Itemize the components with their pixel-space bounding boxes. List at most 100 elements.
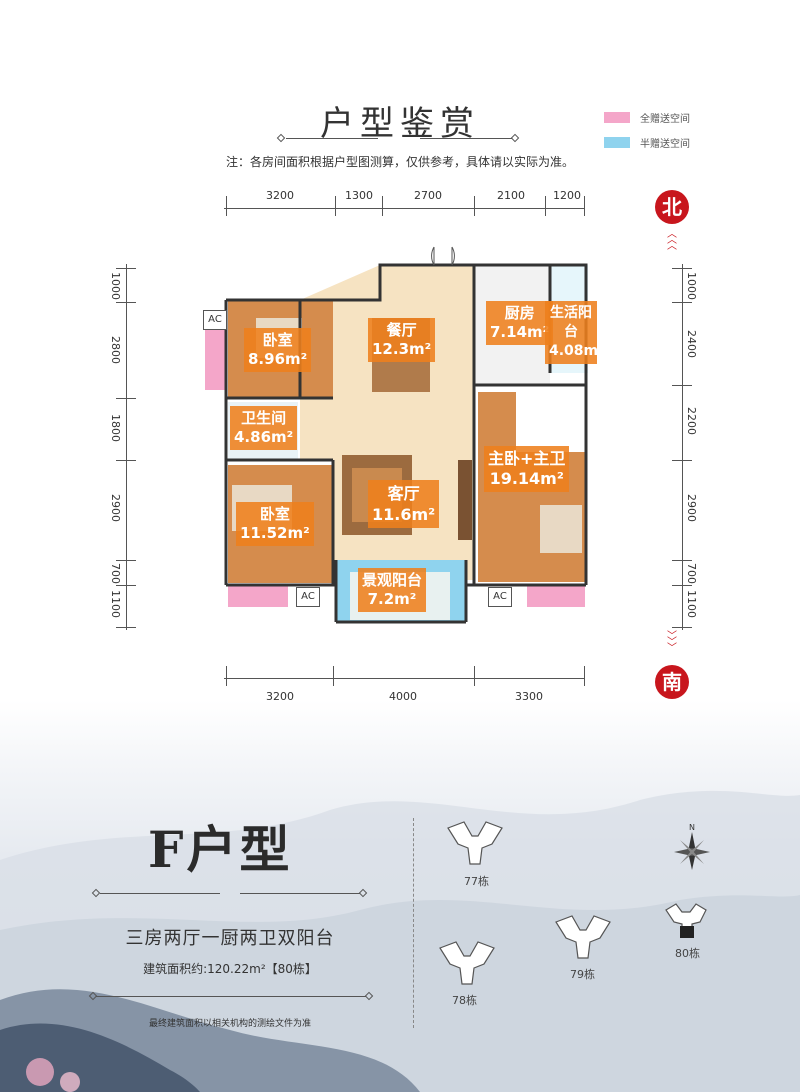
dimension-tick	[116, 560, 136, 561]
room-label-bedroom2: 卧室 11.52m²	[236, 502, 314, 546]
mountain-backdrop	[0, 700, 800, 1092]
bay-window-pink	[527, 585, 585, 607]
legend-label: 全赠送空间	[640, 114, 690, 125]
south-marker: 南	[655, 665, 689, 699]
legend-swatch-blue	[604, 137, 630, 148]
dimension-tick	[116, 460, 136, 461]
master-bed	[540, 505, 582, 553]
room-label-bathroom: 卫生间 4.86m²	[230, 406, 298, 450]
page-title: 户型鉴赏	[320, 104, 480, 144]
dimension-label: 3200	[266, 189, 294, 202]
dimension-tick	[116, 585, 136, 586]
dimension-tick	[584, 666, 585, 686]
building-78-icon	[439, 941, 495, 985]
master-bath-floor	[516, 392, 586, 452]
room-area: 11.6m²	[372, 505, 436, 524]
subtitle-rule	[100, 893, 220, 894]
dimension-tick	[116, 268, 136, 269]
dimension-label: 3200	[266, 690, 294, 703]
mountain-illustration	[0, 790, 800, 1092]
building-label: 79栋	[570, 968, 595, 981]
legend-label: 半赠送空间	[640, 139, 690, 150]
dimension-tick	[584, 196, 585, 216]
dimension-tick	[672, 585, 692, 586]
title-rule-left	[286, 138, 378, 139]
dimension-tick	[672, 460, 692, 461]
room-label-kitchen: 厨房 7.14m²	[486, 301, 554, 345]
room-area: 7.14m²	[490, 323, 550, 341]
legend-swatch-pink	[604, 112, 630, 123]
room-area: 8.96m²	[248, 350, 308, 368]
unit-layout: 三房两厅一厨两卫双阳台	[125, 928, 335, 949]
dimension-tick	[226, 666, 227, 686]
dimension-tick	[474, 196, 475, 216]
dimension-tick	[333, 666, 334, 686]
dimension-line-right	[682, 264, 683, 630]
dimension-tick	[672, 385, 692, 386]
building-label: 80栋	[675, 947, 700, 960]
chevron-up-icon: ︿︿︿	[667, 229, 677, 252]
disclaimer-note: 注：各房间面积根据户型图测算，仅供参考，具体请以实际为准。	[225, 155, 574, 169]
bay-window-pink	[205, 330, 227, 390]
footnote: 最终建筑面积以相关机构的测绘文件为准	[148, 1019, 311, 1029]
dimension-label: 3300	[515, 690, 543, 703]
room-name: 主卧+主卫	[488, 449, 566, 468]
room-area: 12.3m²	[372, 340, 432, 358]
entry-door	[431, 246, 455, 266]
dimension-tick	[116, 627, 136, 628]
room-name: 卫生间	[241, 409, 287, 427]
room-area: 4.08m²	[549, 343, 605, 359]
dimension-tick	[672, 560, 692, 561]
north-letter: N	[689, 823, 695, 832]
dimension-label: 2700	[414, 189, 442, 202]
dimension-tick	[382, 196, 383, 216]
dimension-tick	[672, 627, 692, 628]
room-name: 生活阳台	[550, 305, 592, 340]
unit-type-title: F户型	[148, 820, 293, 879]
ac-unit: AC	[203, 310, 227, 330]
room-name: 餐厅	[386, 321, 417, 339]
dimension-line-bottom	[224, 678, 584, 679]
room-label-bedroom1: 卧室 8.96m²	[244, 328, 312, 372]
room-name: 卧室	[259, 505, 290, 523]
unit-area: 建筑面积约:120.22m²【80栋】	[143, 962, 317, 976]
room-area: 11.52m²	[240, 524, 310, 542]
bay-window-pink	[228, 585, 288, 607]
room-name: 卧室	[262, 331, 293, 349]
legend-item-full-gift: 全赠送空间	[604, 110, 690, 125]
dimension-label: 4000	[389, 690, 417, 703]
dimension-tick	[672, 302, 692, 303]
dimension-line-left	[126, 264, 127, 630]
dimension-tick	[226, 196, 227, 216]
tv-cabinet	[458, 460, 472, 540]
dimension-line-top	[224, 208, 584, 209]
building-80-icon	[665, 903, 707, 938]
dimension-label: 1300	[345, 189, 373, 202]
room-label-living: 客厅 11.6m²	[368, 480, 440, 528]
dimension-label: 1200	[553, 189, 581, 202]
dimension-tick	[474, 666, 475, 686]
dimension-tick	[335, 196, 336, 216]
room-label-utility-balcony: 生活阳台 4.08m²	[545, 301, 605, 364]
subtitle-rule	[240, 893, 360, 894]
dimension-label: 2100	[497, 189, 525, 202]
room-label-master: 主卧+主卫 19.14m²	[484, 446, 570, 492]
north-marker: 北	[655, 190, 689, 224]
room-name: 客厅	[387, 484, 420, 503]
site-map-divider	[413, 818, 414, 1028]
building-77-icon	[447, 821, 503, 865]
ac-unit: AC	[488, 587, 512, 607]
building-label: 78栋	[452, 994, 477, 1007]
dimension-tick	[672, 268, 692, 269]
dimension-tick	[545, 196, 546, 216]
footnote-rule	[96, 996, 366, 997]
compass-rose-icon: N	[674, 823, 710, 870]
dimension-tick	[116, 302, 136, 303]
legend-item-half-gift: 半赠送空间	[604, 135, 690, 150]
chevron-down-icon: ﹀﹀﹀	[667, 631, 677, 654]
room-area: 19.14m²	[489, 469, 564, 488]
room-label-view-balcony: 景观阳台 7.2m²	[358, 568, 427, 612]
ac-unit: AC	[296, 587, 320, 607]
room-label-dining: 餐厅 12.3m²	[368, 318, 436, 362]
title-rule-right	[420, 138, 512, 139]
